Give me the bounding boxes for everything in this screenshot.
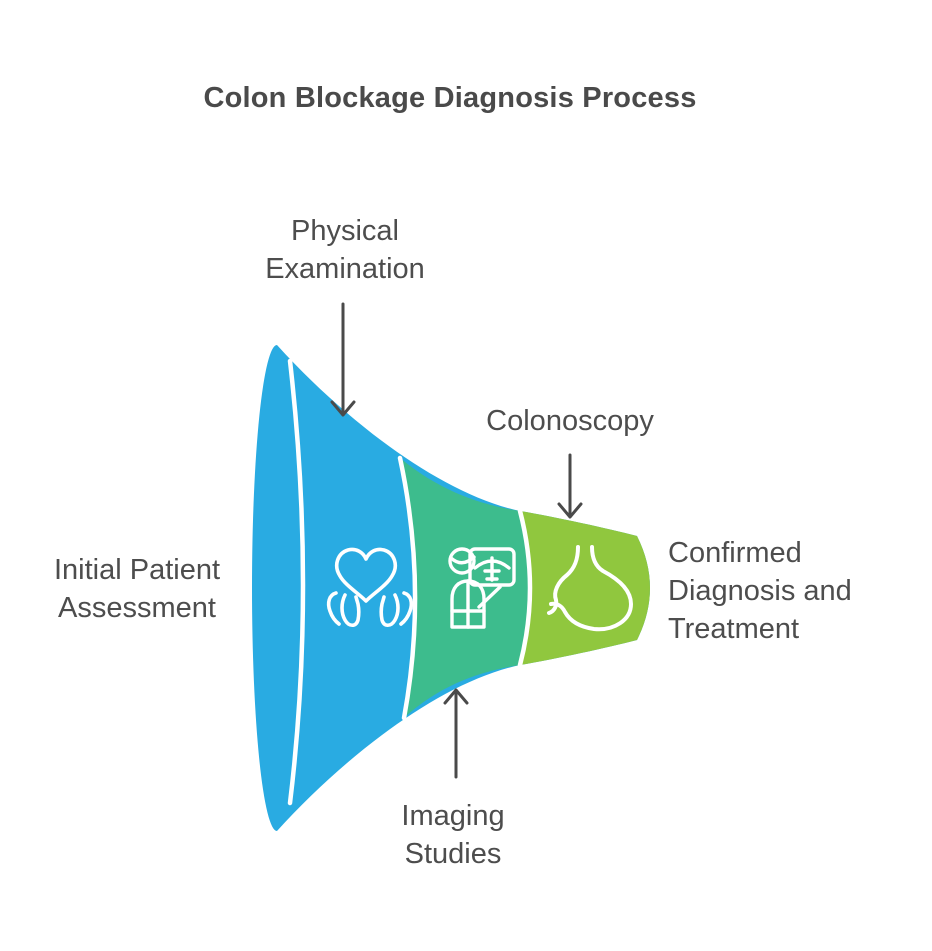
stage-divider-blue-green bbox=[397, 455, 418, 721]
stage-icons bbox=[326, 545, 633, 632]
funnel-stage-green bbox=[400, 458, 530, 718]
annotation-arrows bbox=[330, 302, 583, 779]
label-physical-examination: Physical Examination bbox=[265, 215, 425, 285]
arrow-imaging-studies bbox=[443, 688, 469, 779]
hands-heart-icon bbox=[326, 547, 414, 628]
page-title: Colon Blockage Diagnosis Process bbox=[203, 82, 697, 114]
stage-divider-green-lime bbox=[517, 508, 533, 668]
funnel-rim-highlight bbox=[287, 358, 306, 806]
label-colonoscopy: Colonoscopy bbox=[486, 405, 654, 437]
arrow-physical-examination bbox=[330, 302, 356, 417]
label-initial-patient-assessment: Initial Patient Assessment bbox=[53, 554, 221, 624]
label-confirmed-diagnosis-treatment: Confirmed Diagnosis and Treatment bbox=[668, 537, 852, 645]
stomach-icon bbox=[547, 545, 633, 632]
label-imaging-studies: Imaging Studies bbox=[401, 800, 505, 870]
doctor-presentation-icon bbox=[448, 547, 516, 629]
arrow-colonoscopy bbox=[557, 453, 583, 519]
funnel-stage-lime bbox=[520, 511, 650, 665]
